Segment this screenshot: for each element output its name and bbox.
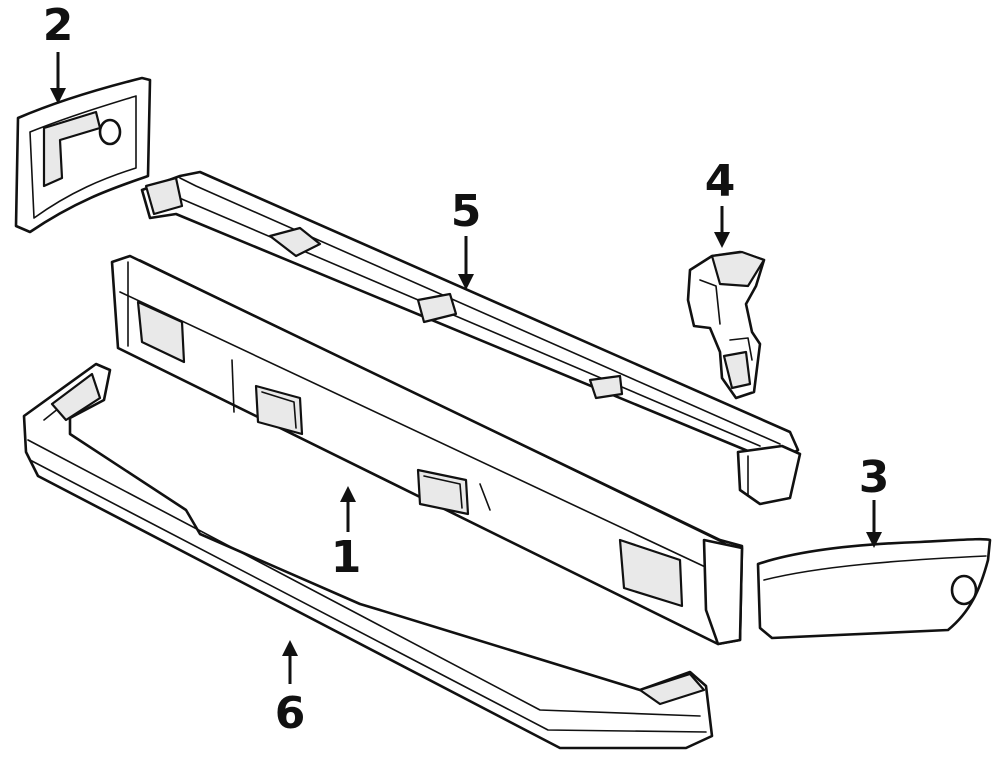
- part-2-left-end-cap: [14, 76, 152, 234]
- callout-3: 3: [859, 452, 890, 548]
- part-3-right-end-cap: [756, 537, 992, 640]
- part-1-face-bar: [110, 254, 744, 646]
- part-5-support-bar: [140, 170, 802, 506]
- callout-4: 4: [705, 156, 736, 248]
- callout-label-5: 5: [451, 186, 482, 237]
- callout-label-1: 1: [331, 532, 362, 583]
- callout-6: 6: [275, 640, 306, 739]
- part-6-bumper-cover: [22, 362, 714, 750]
- callout-label-3: 3: [859, 452, 890, 503]
- callout-2: 2: [43, 0, 74, 104]
- callout-5: 5: [451, 186, 482, 290]
- callout-label-6: 6: [275, 688, 306, 739]
- callout-1: 1: [331, 486, 362, 583]
- part-4-bracket: [686, 250, 766, 400]
- callout-label-4: 4: [705, 156, 736, 207]
- callout-label-2: 2: [43, 0, 74, 51]
